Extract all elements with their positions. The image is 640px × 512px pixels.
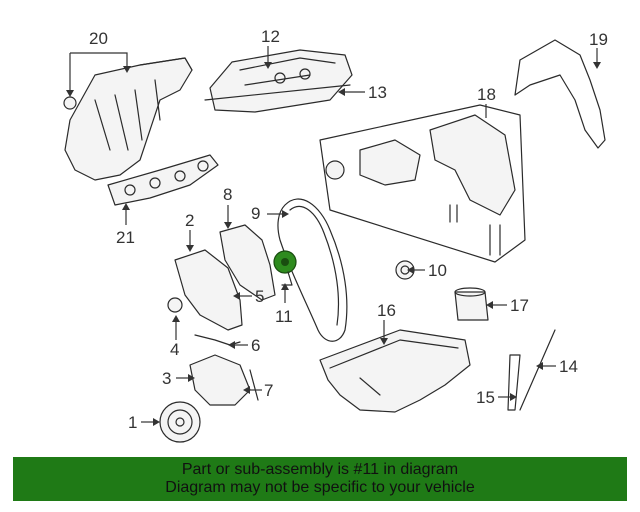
callout-4: 4: [170, 340, 179, 359]
callout-19: 19: [589, 30, 608, 49]
callout-11: 11: [275, 307, 293, 326]
callout-20: 20: [89, 29, 108, 48]
dipstick-guide-part[interactable]: [507, 354, 521, 411]
callout-1: 1: [128, 413, 137, 432]
leader-lines: [66, 46, 601, 426]
dipstick-part[interactable]: [519, 329, 556, 411]
oil-pump-assembly-part[interactable]: [319, 104, 526, 263]
manifold-gasket-part[interactable]: [107, 154, 219, 206]
callout-7: 7: [264, 381, 273, 400]
timing-belt-tensioner-part[interactable]: [273, 250, 297, 286]
callout-18: 18: [477, 85, 496, 104]
info-banner: Part or sub-assembly is #11 in diagram D…: [13, 457, 627, 501]
callout-21: 21: [116, 228, 135, 247]
callout-10: 10: [428, 261, 447, 280]
intake-manifold-part[interactable]: [63, 57, 193, 181]
oil-pan-part[interactable]: [319, 329, 471, 413]
callout-12: 12: [261, 27, 280, 46]
callout-15: 15: [476, 388, 495, 407]
callout-2: 2: [185, 211, 194, 230]
callout-13: 13: [368, 83, 387, 102]
idler-pulley-part[interactable]: [167, 297, 183, 313]
timing-cover-gasket-part[interactable]: [514, 39, 606, 149]
banner-line-1: Part or sub-assembly is #11 in diagram: [181, 461, 459, 478]
timing-cover-upper-part[interactable]: [219, 224, 276, 301]
oil-filter-part[interactable]: [454, 287, 489, 321]
timing-cover-lower-part[interactable]: [174, 249, 243, 331]
timing-belt-part[interactable]: [277, 198, 348, 342]
callout-6: 6: [251, 336, 260, 355]
callout-16: 16: [377, 301, 396, 320]
callout-3: 3: [162, 369, 171, 388]
crankshaft-pulley-part[interactable]: [159, 401, 201, 443]
callout-8: 8: [223, 185, 232, 204]
water-pump-part[interactable]: [189, 354, 259, 406]
callout-14: 14: [559, 357, 578, 376]
banner-line-2: Diagram may not be specific to your vehi…: [165, 479, 475, 496]
callout-5: 5: [255, 287, 264, 306]
valve-cover-part[interactable]: [204, 49, 353, 113]
engine-parts-diagram: 20 12 13 19 18 21 8 9 2 5 10 11 4 6 17 1…: [63, 27, 608, 443]
callout-17: 17: [510, 296, 529, 315]
callout-9: 9: [251, 204, 260, 223]
